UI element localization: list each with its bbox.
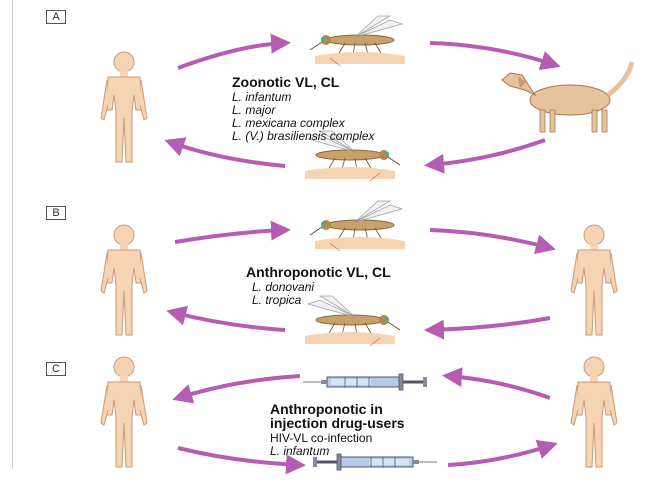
panel-a-item: L. (V.) brasiliensis complex <box>232 130 375 143</box>
dog-icon <box>502 62 632 132</box>
panel-tag-c: C <box>46 362 66 376</box>
arrow-a-dog-to-sandfly <box>430 140 545 165</box>
panel-c-item: L. infantum <box>270 445 329 458</box>
panel-b-item: L. tropica <box>252 294 301 307</box>
arrow-b-sandfly-to-left <box>172 312 285 330</box>
human-figure-b-right <box>571 225 617 335</box>
panel-tag-a: A <box>46 10 66 24</box>
human-figure-b-left <box>101 225 147 335</box>
arrow-b-sandfly-to-right <box>430 230 550 248</box>
arrow-c-syringe-to-right <box>448 445 552 465</box>
panel-tag-b: B <box>46 206 66 220</box>
arrow-c-syringe-to-left <box>178 376 300 398</box>
arrow-b-left-to-sandfly <box>175 230 285 242</box>
arrow-a-sandfly-to-dog <box>430 43 555 65</box>
human-figure-c-right <box>571 357 617 467</box>
arrow-c-right-to-syringe <box>448 376 550 398</box>
arrow-b-right-to-sandfly <box>430 318 550 330</box>
panel-b-title: Anthroponotic VL, CL <box>246 265 391 280</box>
panel-c-title-line: injection drug-users <box>270 416 405 431</box>
syringe-icon-c-bottom <box>313 454 437 470</box>
human-figure-a-left <box>101 52 147 162</box>
sandfly-icon-b-bottom <box>305 296 400 346</box>
human-figure-c-left <box>101 357 147 467</box>
sandfly-icon-a-top <box>310 16 405 66</box>
arrow-a-human-to-sandfly <box>178 43 285 68</box>
sandfly-icon-b-top <box>310 201 405 251</box>
syringe-icon-c-top <box>303 374 427 390</box>
arrow-a-sandfly-to-human <box>170 142 285 166</box>
panel-a-title: Zoonotic VL, CL <box>232 75 339 90</box>
